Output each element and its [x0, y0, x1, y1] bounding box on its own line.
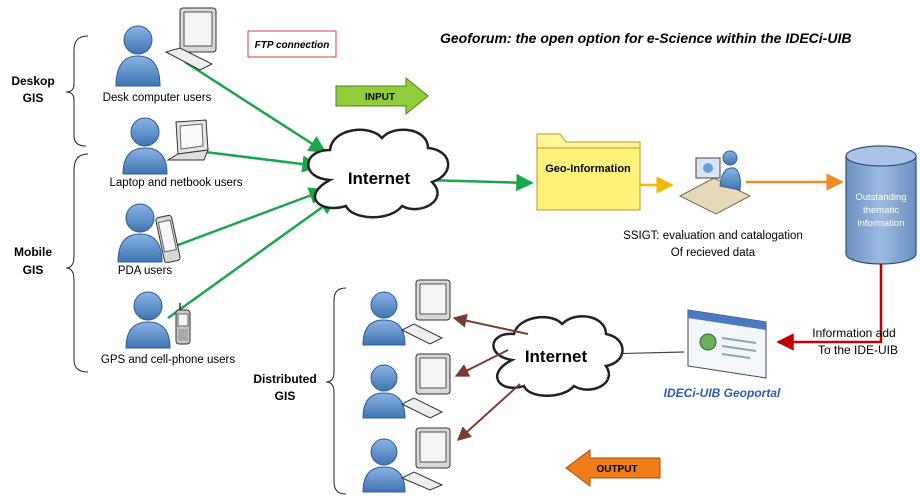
- geoportal-window-icon: [687, 309, 767, 379]
- internet-bottom-label: Internet: [525, 347, 588, 366]
- desktop-group-brace: [65, 35, 89, 147]
- pda-users-label: PDA users: [118, 265, 173, 277]
- ftp-label: FTP connection: [255, 40, 330, 51]
- gps-to-internet-line: [167, 196, 337, 320]
- input-label: INPUT: [365, 92, 395, 103]
- output-label: OUTPUT: [596, 464, 637, 475]
- distributed-gis-label-line2: GIS: [275, 389, 296, 403]
- ftp-connection-box: FTP connection: [247, 30, 337, 58]
- person-icon: [115, 25, 161, 87]
- database-label-line1: Outstanding: [855, 192, 906, 203]
- mobile-gis-label-line2: GIS: [23, 263, 44, 277]
- output-connections: [452, 313, 529, 441]
- pda-to-internet-line: [169, 187, 327, 250]
- desk-users-label: Desk computer users: [103, 92, 212, 104]
- internet-to-geoinfo-line: [423, 173, 534, 192]
- distributed-user-1: [362, 279, 451, 346]
- internet-top-label: Internet: [348, 169, 411, 188]
- info-add-line1: Information add: [812, 326, 895, 340]
- distributed-user-2: [362, 353, 451, 419]
- info-add-line2: To the IDE-UIB: [818, 343, 898, 357]
- person-icon: [125, 291, 171, 349]
- pda-icon: [155, 214, 181, 264]
- distributed-gis-label-line1: Distributed: [253, 372, 316, 386]
- outstanding-information-database: Outstanding thematic information: [845, 145, 917, 265]
- database-label-line3: information: [858, 218, 905, 229]
- diagram-title: Geoforum: the open option for e-Science …: [440, 30, 851, 46]
- cell-phone-icon: [175, 303, 191, 345]
- mobile-group-brace: [65, 153, 89, 373]
- ssigt-caption-line1: SSIGT: evaluation and catalogation: [623, 230, 803, 242]
- input-arrow: INPUT: [335, 76, 429, 116]
- desktop-gis-label-line1: Deskop: [11, 74, 54, 88]
- laptop-users-label: Laptop and netbook users: [110, 177, 243, 189]
- database-to-geoportal-line: [776, 264, 883, 351]
- mobile-gis-label-line1: Mobile: [14, 245, 52, 259]
- desktop-gis-label-line2: GIS: [23, 91, 44, 105]
- desk-computer-user: Desk computer users: [103, 7, 217, 104]
- database-label-line2: thematic: [863, 205, 899, 216]
- person-icon: [122, 117, 168, 175]
- input-connections: [167, 60, 534, 320]
- desktop-computer-icon: [164, 7, 217, 71]
- geoportal-label: IDECi-UIB Geoportal: [664, 386, 781, 400]
- distributed-user-3: [362, 427, 451, 493]
- internet-cloud-top: Internet: [307, 128, 450, 219]
- desk-to-internet-line: [184, 60, 327, 154]
- internet-cloud-bottom: Internet: [492, 315, 624, 397]
- geo-information-label: Geo-Information: [545, 163, 631, 175]
- distributed-group-brace: [325, 287, 347, 495]
- gps-users-label: GPS and cell-phone users: [101, 354, 235, 366]
- internet-to-distributed-user2-line: [454, 349, 509, 377]
- output-arrow: OUTPUT: [565, 449, 661, 487]
- geo-information-folder: Geo-Information: [536, 133, 641, 211]
- pda-user: PDA users: [117, 203, 181, 277]
- internet-to-distributed-user1-line: [452, 313, 529, 335]
- ssigt-workstation-icon: [678, 150, 752, 215]
- laptop-to-internet-line: [204, 150, 320, 173]
- person-icon: [117, 203, 163, 263]
- gps-user: GPS and cell-phone users: [101, 291, 235, 366]
- ssigt-caption-line2: Of recieved data: [671, 247, 756, 259]
- laptop-icon: [166, 119, 209, 161]
- laptop-user: Laptop and netbook users: [110, 117, 243, 189]
- internet-to-distributed-user3-line: [456, 383, 521, 441]
